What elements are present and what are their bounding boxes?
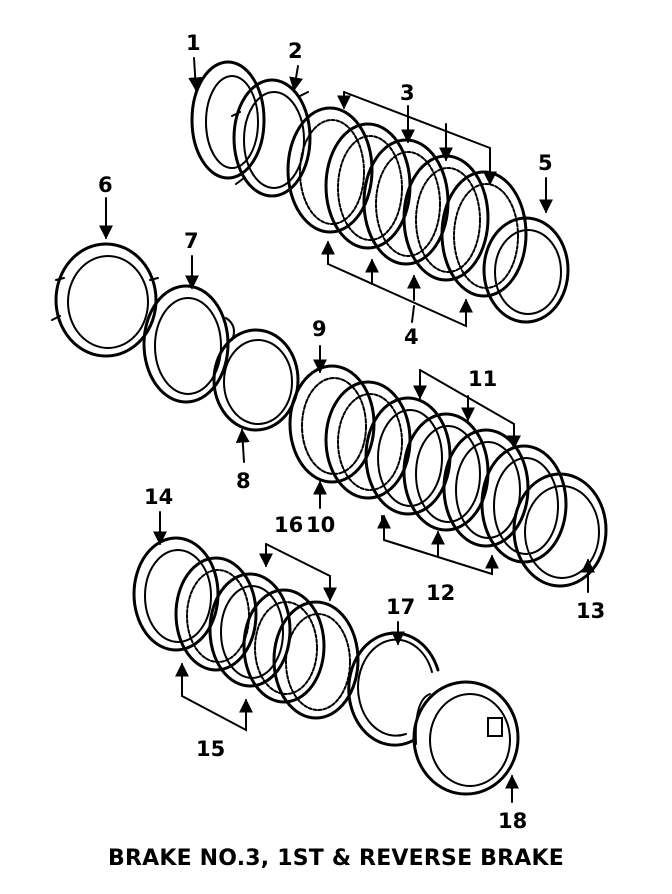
callout-14: 14 bbox=[144, 485, 173, 509]
part-14-ring bbox=[132, 536, 220, 652]
callout-1: 1 bbox=[186, 31, 201, 55]
part-6-ring bbox=[51, 242, 159, 358]
callout-16: 16 bbox=[274, 513, 303, 537]
callout-7: 7 bbox=[184, 229, 199, 253]
callout-8: 8 bbox=[236, 469, 251, 493]
callout-18: 18 bbox=[498, 809, 527, 833]
callout-5: 5 bbox=[538, 151, 553, 175]
callout-6: 6 bbox=[98, 173, 113, 197]
callout-9: 9 bbox=[312, 317, 327, 341]
part-15-16-clutch-pack bbox=[174, 556, 360, 720]
callout-3: 3 bbox=[400, 81, 415, 105]
part-17-snap-ring bbox=[347, 631, 440, 747]
part-7-ring bbox=[142, 284, 235, 404]
callout-2: 2 bbox=[288, 39, 303, 63]
callout-15: 15 bbox=[196, 737, 225, 761]
callout-13: 13 bbox=[576, 599, 605, 623]
callout-labels: 1 2 3 4 5 6 7 8 9 10 11 12 13 14 15 16 1… bbox=[98, 31, 605, 833]
part-5-plate bbox=[482, 216, 570, 324]
callout-4: 4 bbox=[404, 325, 419, 349]
part-1-plate bbox=[190, 60, 266, 180]
part-8-ring bbox=[212, 328, 300, 432]
callout-10: 10 bbox=[306, 513, 335, 537]
part-9-12-clutch-pack bbox=[288, 364, 568, 564]
callout-12: 12 bbox=[426, 581, 455, 605]
part-13-plate bbox=[512, 472, 608, 588]
diagram-caption: BRAKE NO.3, 1ST & REVERSE BRAKE bbox=[108, 846, 564, 871]
callout-17: 17 bbox=[386, 595, 415, 619]
part-2-ring bbox=[231, 78, 312, 198]
callout-11: 11 bbox=[468, 367, 497, 391]
leader-lines bbox=[99, 57, 595, 803]
part-18-piston bbox=[412, 680, 520, 796]
